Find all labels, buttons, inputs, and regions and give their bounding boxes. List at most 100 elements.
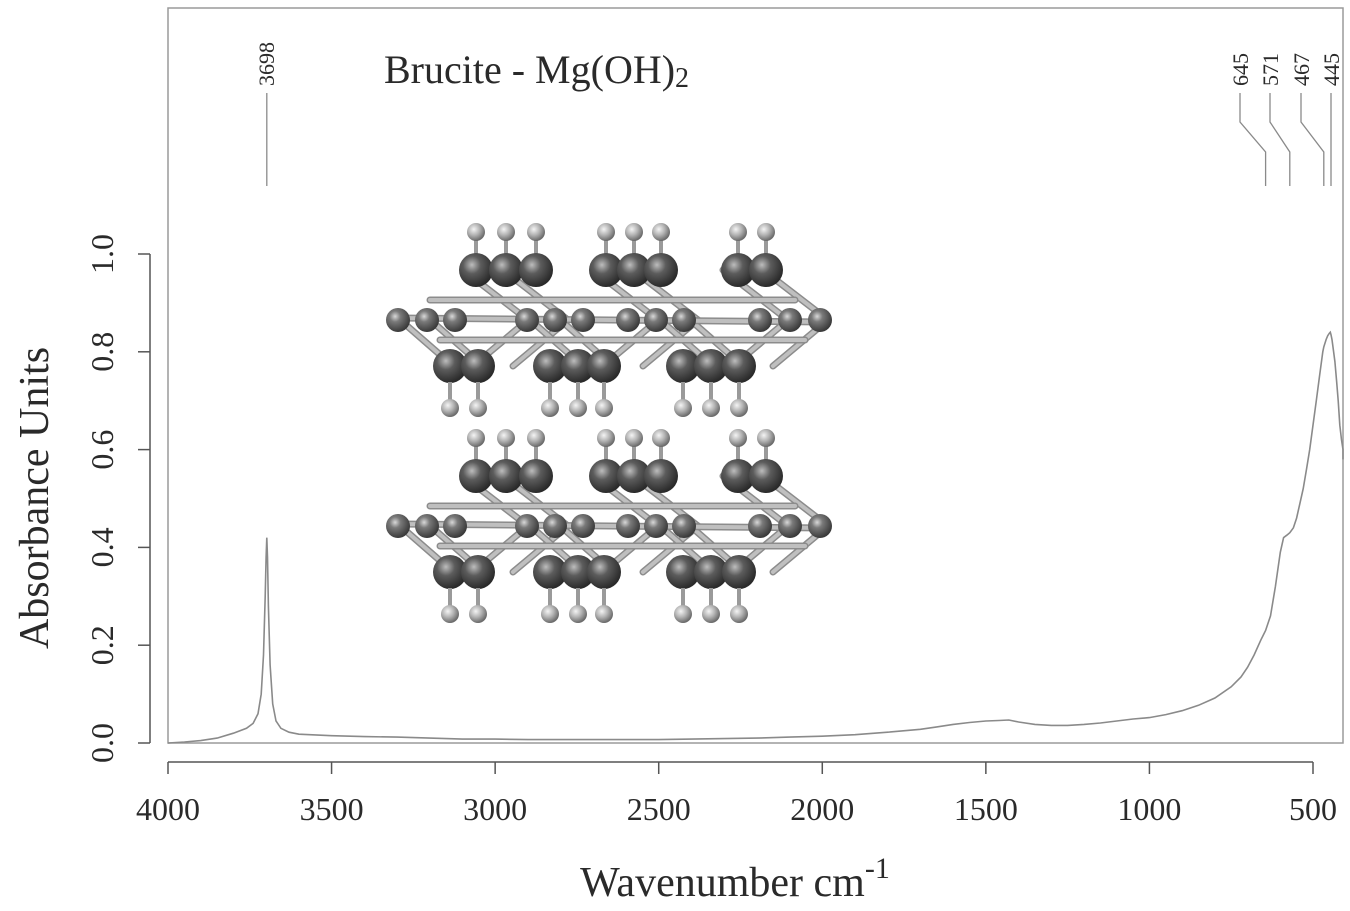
oxygen-atom (721, 459, 755, 493)
hydrogen-atom (595, 399, 613, 417)
hydrogen-atom (467, 429, 485, 447)
magnesium-atom (644, 514, 668, 538)
y-tick-label: 1.0 (84, 234, 120, 274)
magnesium-atom (443, 308, 467, 332)
hydrogen-atom (652, 223, 670, 241)
chart-title-main: Brucite - Mg(OH) (384, 47, 675, 92)
magnesium-atom (616, 514, 640, 538)
hydrogen-atom (730, 605, 748, 623)
hydrogen-atom (652, 429, 670, 447)
oxygen-atom (459, 459, 493, 493)
x-tick-label: 4000 (136, 791, 200, 827)
magnesium-atom (672, 308, 696, 332)
oxygen-atom (489, 459, 523, 493)
oxygen-atom (533, 349, 567, 383)
magnesium-atom (808, 308, 832, 332)
peak-annotation: 445 (1319, 53, 1344, 186)
peak-leader-line (1239, 93, 1267, 186)
y-axis-label: Absorbance Units (12, 347, 58, 649)
magnesium-atom (644, 308, 668, 332)
magnesium-atom (748, 514, 772, 538)
magnesium-atom (778, 308, 802, 332)
oxygen-atom (561, 349, 595, 383)
oxygen-atom (533, 555, 567, 589)
peak-annotation: 645 (1228, 53, 1267, 186)
x-tick-label: 1000 (1117, 791, 1181, 827)
magnesium-atom (571, 308, 595, 332)
peak-leader-line (1269, 93, 1291, 186)
magnesium-atom (515, 514, 539, 538)
oxygen-atom (722, 349, 756, 383)
hydrogen-atom (569, 399, 587, 417)
oxygen-atom (587, 555, 621, 589)
hydrogen-atom (497, 223, 515, 241)
oxygen-atom (461, 349, 495, 383)
oxygen-atom (461, 555, 495, 589)
hydrogen-atom (541, 605, 559, 623)
peak-annotation: 571 (1258, 53, 1291, 186)
magnesium-atom (415, 308, 439, 332)
hydrogen-atom (469, 605, 487, 623)
oxygen-atom (433, 555, 467, 589)
y-tick-label: 0.6 (84, 430, 120, 470)
hydrogen-atom (729, 429, 747, 447)
x-tick-label: 2500 (627, 791, 691, 827)
hydrogen-atom (702, 605, 720, 623)
oxygen-atom (489, 253, 523, 287)
oxygen-atom (721, 253, 755, 287)
peak-label: 3698 (254, 42, 279, 86)
hydrogen-atom (597, 429, 615, 447)
oxygen-atom (666, 349, 700, 383)
brucite-structure-icon (386, 223, 832, 623)
x-tick-label: 500 (1289, 791, 1337, 827)
x-axis-label-superscript: -1 (865, 852, 890, 885)
oxygen-atom (617, 459, 651, 493)
magnesium-atom (443, 514, 467, 538)
hydrogen-atom (702, 399, 720, 417)
magnesium-atom (748, 308, 772, 332)
oxygen-atom (459, 253, 493, 287)
x-tick-label: 3000 (463, 791, 527, 827)
hydrogen-atom (469, 399, 487, 417)
y-tick-label: 0.2 (84, 625, 120, 665)
hydrogen-atom (625, 429, 643, 447)
plot-frame (167, 7, 1344, 744)
peak-leader-line (1300, 93, 1325, 186)
chart-title: Brucite - Mg(OH)2 (384, 47, 689, 94)
magnesium-atom (415, 514, 439, 538)
hydrogen-atom (441, 399, 459, 417)
oxygen-atom (644, 253, 678, 287)
oxygen-atom (694, 349, 728, 383)
magnesium-atom (386, 514, 410, 538)
hydrogen-atom (730, 399, 748, 417)
magnesium-atom (515, 308, 539, 332)
hydrogen-atom (527, 223, 545, 241)
hydrogen-atom (757, 429, 775, 447)
hydrogen-atom (674, 605, 692, 623)
magnesium-atom (543, 308, 567, 332)
hydrogen-atom (497, 429, 515, 447)
hydrogen-atom (541, 399, 559, 417)
magnesium-atom (778, 514, 802, 538)
x-tick-label: 1500 (954, 791, 1018, 827)
chart-title-subscript: 2 (675, 63, 689, 94)
structure-layer (386, 429, 832, 623)
oxygen-atom (519, 459, 553, 493)
x-tick-label: 2000 (790, 791, 854, 827)
spectrum-line (167, 330, 1344, 744)
oxygen-atom (749, 459, 783, 493)
peak-annotation: 3698 (254, 42, 279, 186)
hydrogen-atom (527, 429, 545, 447)
oxygen-atom (561, 555, 595, 589)
oxygen-atom (722, 555, 756, 589)
peak-label: 645 (1228, 53, 1253, 86)
hydrogen-atom (569, 605, 587, 623)
magnesium-atom (543, 514, 567, 538)
peak-label: 571 (1258, 53, 1283, 86)
y-tick-label: 0.4 (84, 527, 120, 567)
hydrogen-atom (757, 223, 775, 241)
magnesium-atom (672, 514, 696, 538)
oxygen-atom (666, 555, 700, 589)
